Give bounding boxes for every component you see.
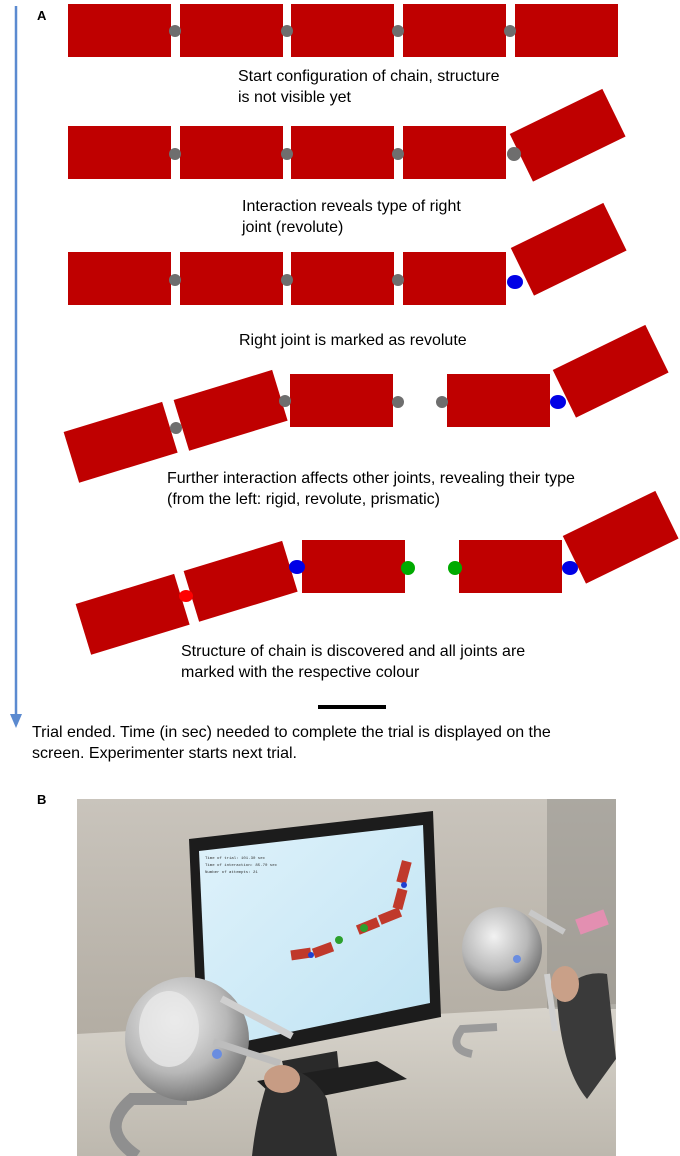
joint-unknown	[281, 148, 293, 160]
chain-block	[180, 126, 283, 179]
chain-block	[562, 490, 679, 584]
chain-row-1	[68, 4, 618, 57]
joint-revolute	[562, 561, 578, 575]
caption-trial-ended: Trial ended. Time (in sec) needed to com…	[32, 724, 551, 762]
operator-left-arm	[252, 1065, 337, 1156]
chain-block	[447, 374, 550, 427]
screen-chain	[290, 860, 412, 961]
chain-block	[183, 540, 298, 622]
panel-b-label: B	[37, 792, 47, 807]
joint-unknown	[436, 396, 448, 408]
chain-block	[180, 4, 283, 57]
panel-a-label: A	[37, 8, 47, 23]
experiment-photo-illustration: Time of trial: 101.30 sec Time of intera…	[77, 799, 616, 1156]
experiment-photo: Time of trial: 101.30 sec Time of intera…	[77, 799, 616, 1156]
chain-block	[63, 401, 178, 483]
joint-revolute	[507, 275, 523, 289]
svg-text:Number of attempts: 21: Number of attempts: 21	[205, 870, 258, 875]
chain-row-5	[75, 490, 679, 655]
joint-unknown	[504, 25, 516, 37]
caption-interaction: Interaction reveals type of right joint …	[242, 198, 461, 236]
chain-block	[509, 88, 626, 182]
chain-block	[291, 252, 394, 305]
chain-row-4	[63, 324, 669, 483]
joint-unknown	[169, 148, 181, 160]
joint-unknown	[279, 395, 291, 407]
monitor-screen	[199, 825, 430, 1049]
haptic-device-right	[452, 907, 566, 1058]
chain-block	[290, 374, 393, 427]
joint-unknown	[281, 274, 293, 286]
caption-further-interaction: Further interaction affects other joints…	[167, 470, 575, 508]
joint-unknown	[169, 25, 181, 37]
separator-bar	[318, 705, 386, 709]
chain-block	[459, 540, 562, 593]
chain-block	[403, 4, 506, 57]
joint-prismatic	[448, 561, 462, 575]
caption-start: Start configuration of chain, structure …	[238, 68, 500, 106]
chain-block	[68, 252, 171, 305]
svg-text:Time of interaction: 85.70 sec: Time of interaction: 85.70 sec	[205, 863, 278, 868]
haptic-device-left	[109, 977, 294, 1156]
chain-block	[291, 4, 394, 57]
chain-block	[68, 4, 171, 57]
joint-unknown	[507, 147, 521, 161]
joint-revolute	[289, 560, 305, 574]
joint-rigid	[179, 590, 193, 602]
chain-block	[291, 126, 394, 179]
joint-unknown	[170, 422, 182, 434]
chain-block	[403, 126, 506, 179]
chain-block	[173, 369, 288, 451]
screen-text: Time of trial: 101.30 sec Time of intera…	[205, 856, 278, 875]
svg-text:Time of trial: 101.30 sec: Time of trial: 101.30 sec	[205, 856, 266, 861]
joint-unknown	[392, 274, 404, 286]
chain-diagram	[10, 4, 679, 728]
caption-structure-discovered: Structure of chain is discovered and all…	[181, 643, 526, 681]
operator-right-arm	[551, 966, 616, 1099]
chain-block	[180, 252, 283, 305]
chain-block	[75, 573, 190, 655]
chain-block	[302, 540, 405, 593]
joint-prismatic	[401, 561, 415, 575]
joint-unknown	[392, 148, 404, 160]
chain-block	[515, 4, 618, 57]
chain-block	[510, 202, 627, 296]
joint-unknown	[281, 25, 293, 37]
chain-row-3	[68, 202, 627, 305]
chain-block	[552, 324, 669, 418]
joint-unknown	[392, 396, 404, 408]
chain-row-2	[68, 88, 626, 182]
caption-revolute-marked: Right joint is marked as revolute	[239, 332, 467, 349]
chain-block	[403, 252, 506, 305]
chain-block	[68, 126, 171, 179]
joint-revolute	[550, 395, 566, 409]
joint-unknown	[169, 274, 181, 286]
timeline-arrow	[10, 6, 22, 728]
joint-unknown	[392, 25, 404, 37]
